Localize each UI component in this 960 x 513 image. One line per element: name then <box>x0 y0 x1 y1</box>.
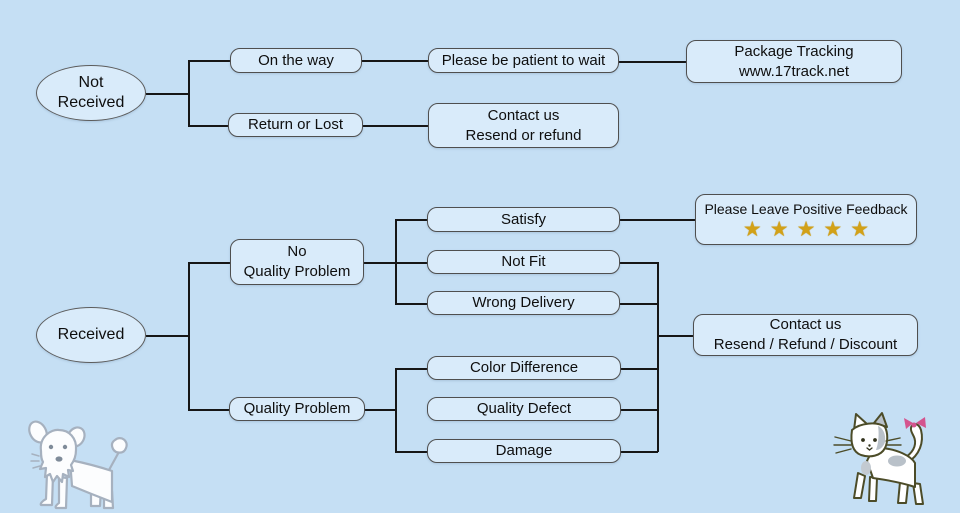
dog-illustration <box>28 420 128 510</box>
node-package-tracking: Package Tracking www.17track.net <box>686 40 902 83</box>
connector-line <box>395 262 427 264</box>
connector-line <box>621 409 658 411</box>
connector-line <box>657 262 659 452</box>
five-star-rating-icon: ★★★★★ <box>742 217 878 241</box>
connector-line <box>395 303 427 305</box>
connector-line <box>188 262 231 264</box>
connector-line <box>619 61 686 63</box>
connector-line <box>657 335 693 337</box>
connector-line <box>188 409 229 411</box>
node-damage: Damage <box>427 439 621 463</box>
node-not-received: Not Received <box>36 65 146 121</box>
connector-line <box>362 60 428 62</box>
positive-feedback-label: Please Leave Positive Feedback <box>704 201 908 218</box>
connector-line <box>188 262 190 410</box>
node-quality-defect: Quality Defect <box>427 397 621 421</box>
node-on-the-way: On the way <box>230 48 362 73</box>
connector-line <box>620 262 658 264</box>
node-not-fit: Not Fit <box>427 250 620 274</box>
node-contact-us-resend-refund-discount: Contact us Resend / Refund / Discount <box>693 314 918 356</box>
node-be-patient: Please be patient to wait <box>428 48 619 73</box>
connector-line <box>146 335 188 337</box>
node-received: Received <box>36 307 146 363</box>
connector-line <box>395 219 397 304</box>
node-quality-problem: Quality Problem <box>229 397 365 421</box>
connector-line <box>395 368 427 370</box>
node-no-quality-problem: No Quality Problem <box>230 239 364 285</box>
connector-line <box>395 368 397 452</box>
connector-line <box>188 60 190 126</box>
cat-illustration <box>833 412 926 505</box>
node-satisfy: Satisfy <box>427 207 620 232</box>
cat-bow-icon <box>904 417 926 429</box>
connector-line <box>621 368 658 370</box>
connector-line <box>188 125 228 127</box>
connector-line <box>364 262 395 264</box>
node-positive-feedback: Please Leave Positive Feedback ★★★★★ <box>695 194 917 245</box>
connector-line <box>395 451 427 453</box>
node-contact-us-resend-refund: Contact us Resend or refund <box>428 103 619 148</box>
connector-line <box>363 125 428 127</box>
connector-line <box>621 451 658 453</box>
connector-line <box>620 303 658 305</box>
connector-line <box>365 409 395 411</box>
connector-line <box>395 219 427 221</box>
node-return-or-lost: Return or Lost <box>228 113 363 137</box>
node-color-difference: Color Difference <box>427 356 621 380</box>
node-wrong-delivery: Wrong Delivery <box>427 291 620 315</box>
connector-line <box>146 93 188 95</box>
connector-line <box>188 60 230 62</box>
connector-line <box>620 219 695 221</box>
